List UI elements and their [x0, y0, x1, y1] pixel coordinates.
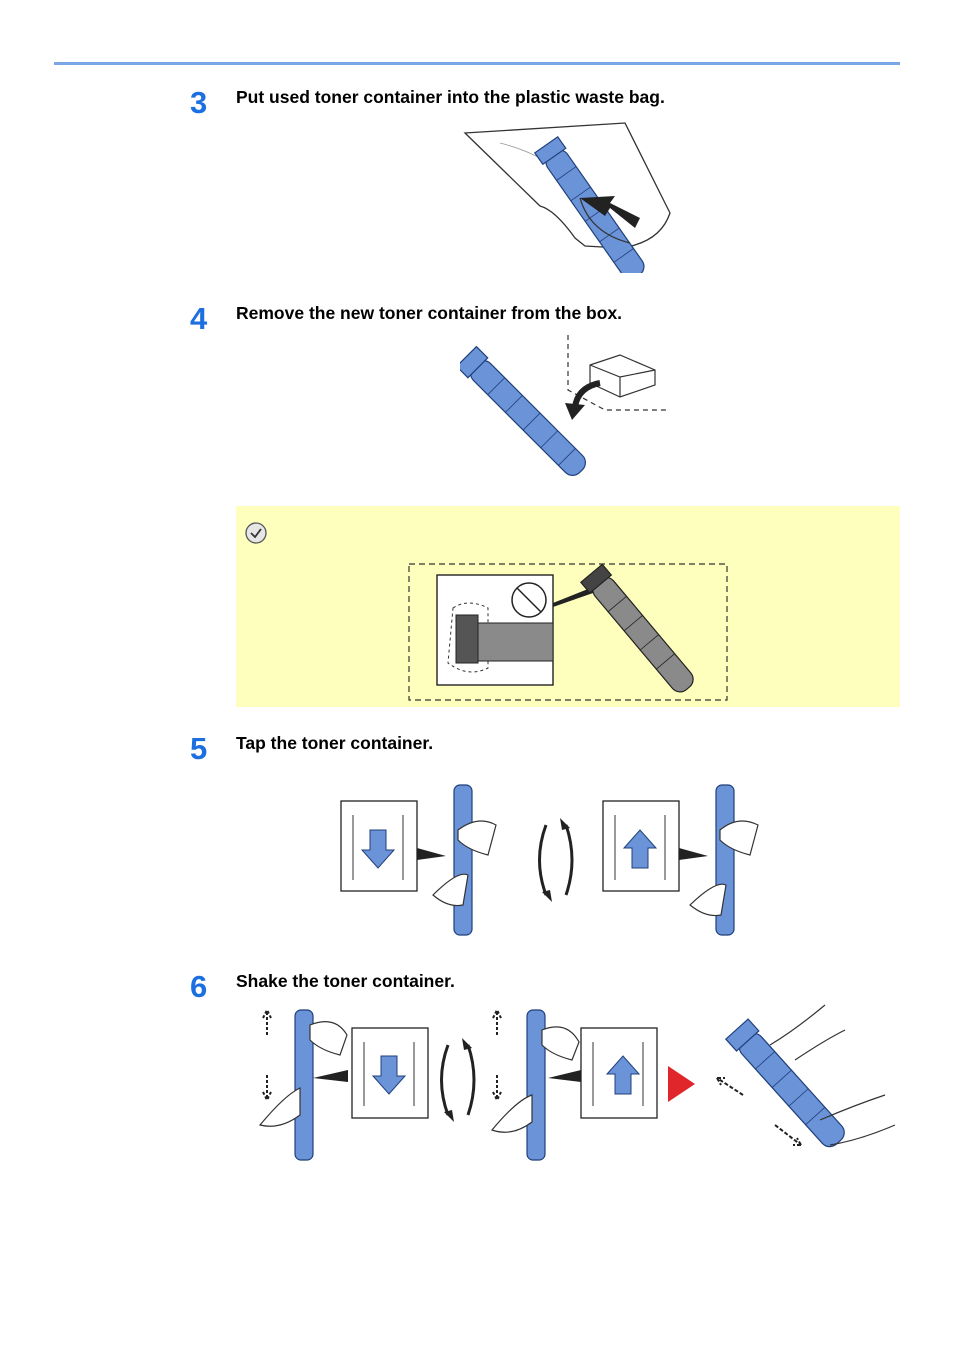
do-not-touch-illustration: [408, 563, 728, 701]
step-6-text: Shake the toner container.: [236, 971, 455, 991]
step-4-text: Remove the new toner container from the …: [236, 303, 623, 323]
toner-into-bag-illustration: [463, 122, 671, 273]
remove-toner-from-box-illustration: [460, 335, 670, 477]
step-5-number: 5: [190, 731, 208, 766]
step-6-number: 6: [190, 969, 208, 1004]
step-3-number: 3: [190, 85, 208, 120]
step-5-text: Tap the toner container.: [236, 733, 434, 753]
tap-toner-illustration: [340, 784, 759, 936]
checkmark-circle-icon: [245, 522, 267, 544]
step-3-text: Put used toner container into the plasti…: [236, 87, 665, 107]
shake-toner-illustration: [258, 1004, 896, 1161]
note-box: [236, 506, 900, 707]
next-arrow-icon: [668, 1066, 695, 1102]
top-rule: [54, 62, 900, 65]
step-4-number: 4: [190, 301, 208, 336]
